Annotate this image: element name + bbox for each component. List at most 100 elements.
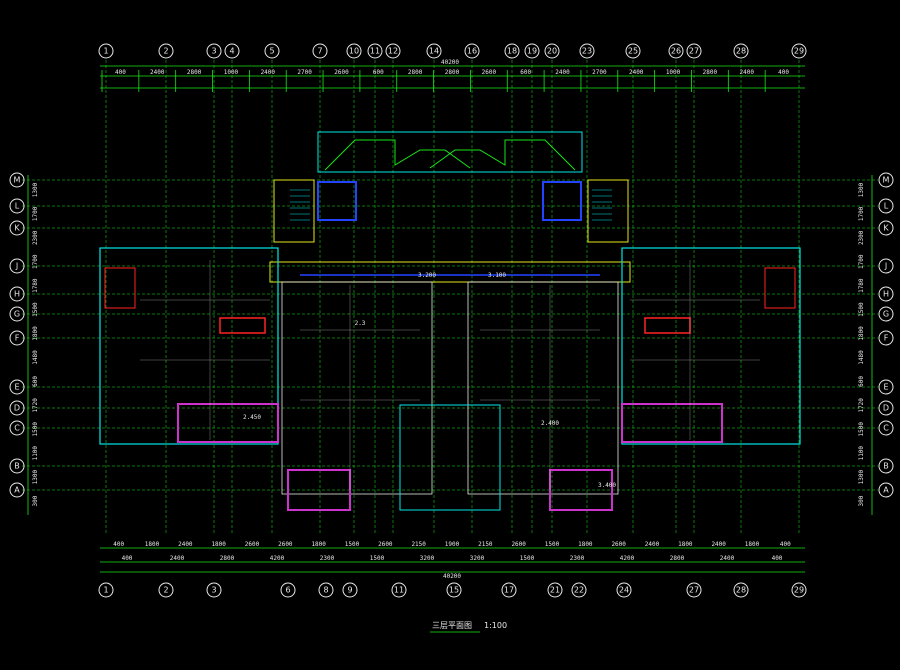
bottom-dim-value: 1800	[678, 541, 693, 548]
axis-right-F: F	[878, 330, 894, 346]
top-dim-value: 400	[115, 69, 126, 76]
axis-left-H: H	[9, 286, 25, 302]
axis-bottom-8: 8	[318, 582, 334, 598]
axis-side-label: H	[883, 290, 889, 299]
axis-top-label: 29	[794, 47, 804, 56]
axis-right-L: L	[878, 198, 894, 214]
axis-right-E: E	[878, 379, 894, 395]
bottom-dim-value: 1800	[578, 541, 593, 548]
axis-side-label: G	[14, 310, 20, 319]
axis-side-label: E	[883, 383, 888, 392]
axis-top-12: 12	[385, 43, 401, 59]
axis-side-label: B	[883, 462, 889, 471]
axis-bottom-label: 9	[347, 586, 352, 595]
axis-bottom-label: 22	[574, 586, 584, 595]
axis-left-M: M	[9, 172, 25, 188]
axis-left-D: D	[9, 400, 25, 416]
axis-top-10: 10	[346, 43, 362, 59]
bottom-dim-value-2: 3200	[420, 555, 435, 562]
axis-top-label: 3	[211, 47, 216, 56]
top-dim-value: 2800	[445, 69, 460, 76]
bottom-dim-value: 2600	[245, 541, 260, 548]
axis-top-28: 28	[733, 43, 749, 59]
bottom-dim-value: 1500	[345, 541, 360, 548]
axis-top-label: 16	[467, 47, 477, 56]
side-dim-value: 300	[858, 495, 865, 506]
top-dim-value: 2700	[297, 69, 312, 76]
bottom-dim-value-2: 2800	[220, 555, 235, 562]
axis-top-20: 20	[544, 43, 560, 59]
top-dim-value: 2600	[334, 69, 349, 76]
axis-side-label: E	[14, 383, 19, 392]
axis-right-A: A	[878, 482, 894, 498]
axis-top-label: 12	[388, 47, 398, 56]
top-dim-value: 2800	[187, 69, 202, 76]
axis-right-M: M	[878, 172, 894, 188]
axis-side-label: C	[14, 424, 20, 433]
axis-right-B: B	[878, 458, 894, 474]
axis-bottom-label: 17	[504, 586, 514, 595]
axis-left-A: A	[9, 482, 25, 498]
axis-bottom-9: 9	[342, 582, 358, 598]
axis-top-label: 14	[429, 47, 439, 56]
axis-side-label: B	[14, 462, 20, 471]
side-dim-value: 1100	[32, 446, 39, 461]
axis-top-5: 5	[264, 43, 280, 59]
axis-left-F: F	[9, 330, 25, 346]
axis-top-29: 29	[791, 43, 807, 59]
axis-bottom-15: 15	[446, 582, 462, 598]
side-dim-value: 2300	[858, 230, 865, 245]
axis-top-19: 19	[524, 43, 540, 59]
axis-top-label: 28	[736, 47, 746, 56]
axis-side-label: G	[883, 310, 889, 319]
side-dim-value: 1720	[32, 398, 39, 413]
axis-top-label: 27	[689, 47, 699, 56]
axis-bottom-2: 2	[158, 582, 174, 598]
bottom-dim-value: 2150	[411, 541, 426, 548]
axis-top-11: 11	[367, 43, 383, 59]
bottom-dim-value: 2400	[711, 541, 726, 548]
bottom-total-dim: 40200	[443, 573, 461, 580]
side-dim-value: 600	[858, 376, 865, 387]
top-dim-value: 2700	[592, 69, 607, 76]
bottom-dim-value: 2400	[645, 541, 660, 548]
top-dim-value: 2800	[408, 69, 423, 76]
axis-side-label: M	[883, 176, 890, 185]
axis-side-label: L	[884, 202, 889, 211]
axis-side-label: A	[883, 486, 889, 495]
drawing-title: 三层平面图 1:100	[430, 621, 507, 633]
bottom-dim-value: 2600	[278, 541, 293, 548]
top-dim-value: 1000	[666, 69, 681, 76]
side-dim-value: 1300	[858, 182, 865, 197]
axis-bottom-29: 29	[791, 582, 807, 598]
axis-top-14: 14	[426, 43, 442, 59]
axis-top-18: 18	[504, 43, 520, 59]
bottom-dim-value: 400	[780, 541, 791, 548]
axis-bottom-label: 29	[794, 586, 804, 595]
axis-left-L: L	[9, 198, 25, 214]
axis-top-16: 16	[464, 43, 480, 59]
axis-bottom-label: 21	[550, 586, 560, 595]
bottom-dim-value: 2150	[478, 541, 493, 548]
axis-bottom-label: 3	[211, 586, 216, 595]
side-dim-value: 1800	[32, 326, 39, 341]
axis-bottom-1: 1	[98, 582, 114, 598]
axis-bottom-label: 15	[449, 586, 459, 595]
axis-top-4: 4	[224, 43, 240, 59]
axis-top-3: 3	[206, 43, 222, 59]
bottom-dim-value-2: 1500	[370, 555, 385, 562]
axis-top-25: 25	[625, 43, 641, 59]
axis-right-J: J	[878, 258, 894, 274]
axis-bottom-22: 22	[571, 582, 587, 598]
side-dim-value: 1500	[32, 422, 39, 437]
bottom-dim-value: 2400	[178, 541, 193, 548]
axis-left-J: J	[9, 258, 25, 274]
top-dim-value: 400	[778, 69, 789, 76]
bottom-dim-value: 2600	[511, 541, 526, 548]
drawing-title-scale: 1:100	[484, 621, 507, 630]
axis-top-27: 27	[686, 43, 702, 59]
axis-right-K: K	[878, 220, 894, 236]
axis-side-label: M	[14, 176, 21, 185]
